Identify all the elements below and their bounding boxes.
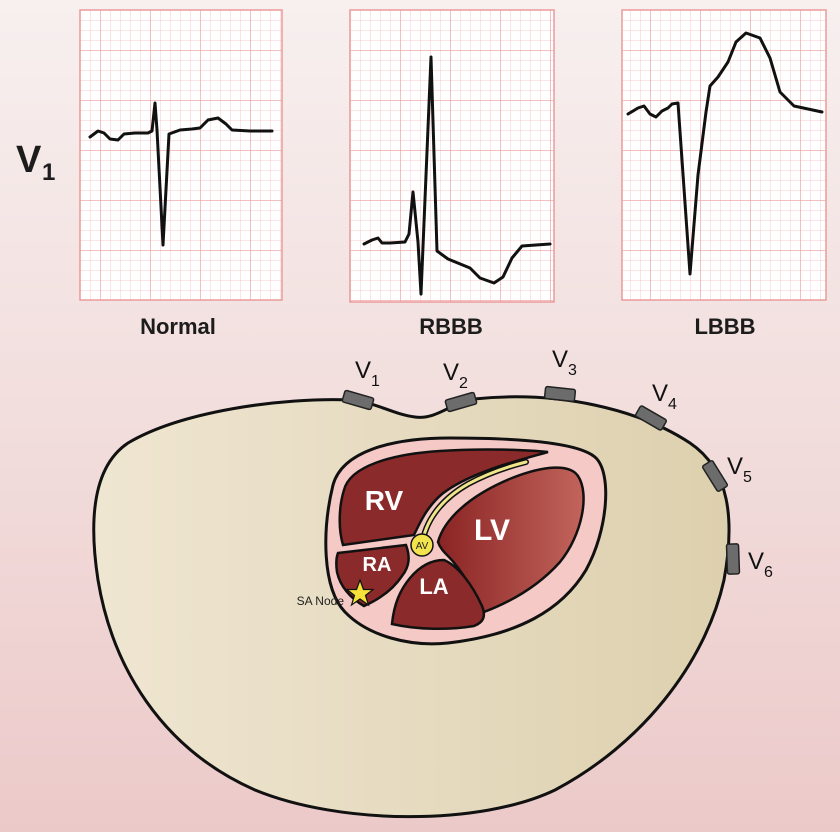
electrode-pad-v2 xyxy=(444,391,478,413)
sa-node-label: SA Node xyxy=(297,594,345,608)
electrode-label-v5: V 5 xyxy=(727,453,752,486)
ecg-panel-lbbb: LBBB xyxy=(621,9,827,339)
svg-text:5: 5 xyxy=(743,469,752,486)
ecg-trace-lbbb xyxy=(626,31,824,276)
svg-text:V: V xyxy=(748,548,764,575)
electrode-label-v3: V 3 xyxy=(552,346,577,379)
svg-text:V: V xyxy=(727,453,743,480)
lead-v1-label: V 1 xyxy=(16,139,55,186)
left-atrium xyxy=(390,558,486,631)
ecg-grid-lbbb xyxy=(621,9,827,301)
svg-text:2: 2 xyxy=(459,375,468,392)
electrode-pads xyxy=(341,385,741,575)
ecg-panel-normal: Normal xyxy=(79,9,283,339)
ecg-grid-normal xyxy=(79,9,283,301)
lead-v1-sub: 1 xyxy=(42,159,55,186)
lv-label: LV xyxy=(474,514,510,547)
electrode-label-v2: V 2 xyxy=(443,359,468,392)
electrode-label-v4: V 4 xyxy=(652,380,677,413)
ecg-trace-normal xyxy=(88,101,274,247)
caption-rbbb: RBBB xyxy=(419,314,483,339)
electrode-pad-v5 xyxy=(701,460,729,492)
right-ventricle xyxy=(338,448,549,547)
electrode-labels: V 1 V 2 V 3 V 4 V 5 V 6 xyxy=(355,346,773,581)
electrode-pad-v3 xyxy=(543,385,577,403)
svg-text:V: V xyxy=(443,359,459,386)
electrode-pad-v4 xyxy=(634,405,668,431)
la-label: LA xyxy=(419,574,448,599)
svg-text:1: 1 xyxy=(371,373,380,390)
svg-text:V: V xyxy=(355,357,371,384)
rv-label: RV xyxy=(365,485,404,516)
svg-text:V: V xyxy=(652,380,668,407)
electrode-label-v6: V 6 xyxy=(748,548,773,581)
bundle-branch xyxy=(420,460,528,547)
caption-normal: Normal xyxy=(140,314,216,339)
electrode-pad-v6 xyxy=(725,543,741,575)
heart: AV SA Node RV LV RA LA xyxy=(297,436,608,646)
av-node xyxy=(410,533,434,557)
svg-text:4: 4 xyxy=(668,396,677,413)
svg-text:6: 6 xyxy=(764,564,773,581)
left-ventricle xyxy=(436,466,585,614)
sa-node-star-icon xyxy=(345,578,375,607)
av-node-label: AV xyxy=(416,541,429,552)
ra-label: RA xyxy=(363,554,392,576)
ecg-grid-rbbb xyxy=(349,9,555,303)
electrode-label-v1: V 1 xyxy=(355,357,380,390)
lead-v1-main: V xyxy=(16,139,42,181)
caption-lbbb: LBBB xyxy=(694,314,755,339)
ecg-panel-rbbb: RBBB xyxy=(349,9,555,339)
electrode-pad-v1 xyxy=(341,389,375,411)
svg-text:3: 3 xyxy=(568,362,577,379)
ecg-trace-rbbb xyxy=(362,55,552,296)
svg-text:V: V xyxy=(552,346,568,373)
